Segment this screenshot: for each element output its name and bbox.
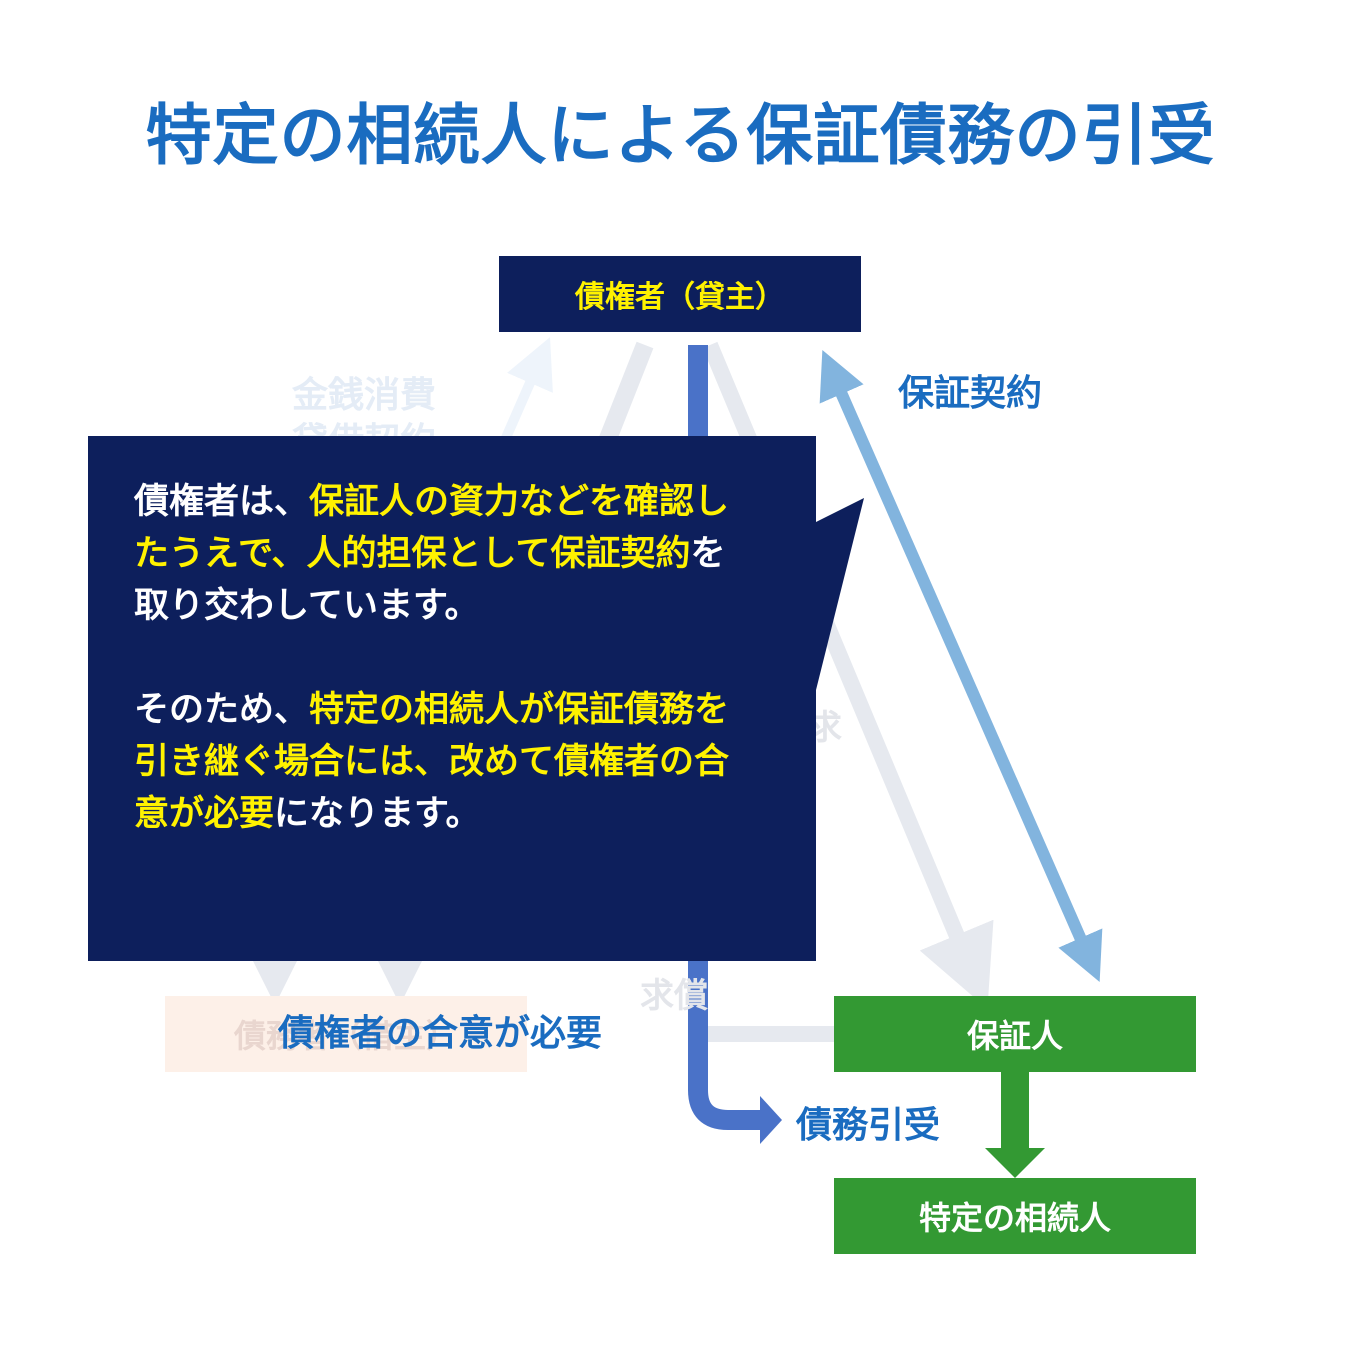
page-title: 特定の相続人による保証債務の引受 (145, 97, 1216, 174)
callout-p1-plain-2: を取り交わしています。 (134, 534, 726, 626)
loan-contract-label-line1: 金銭消費 (292, 375, 437, 416)
callout-p2-plain-1: そのため、 (134, 690, 310, 730)
heir-node: 特定の相続人 (834, 1178, 1196, 1254)
callout-paragraph-2: そのため、特定の相続人が保証債務を引き継ぐ場合には、改めて債権者の合意が必要にな… (134, 684, 744, 840)
debtor-node: 債務者（借主） (165, 996, 527, 1072)
callout-p1-highlight: 保証人の資力などを確認したうえで、人的担保として保証契約 (134, 482, 730, 574)
guarantee-contract-label: 保証契約 (898, 373, 1043, 414)
loan-contract-label-line2: 貸借契約 (292, 412, 436, 436)
debt-assumption-label: 債務引受 (796, 1105, 941, 1146)
callout-pointer (816, 498, 864, 690)
callout-paragraph-1: 債権者は、保証人の資力などを確認したうえで、人的担保として保証契約を取り交わして… (134, 476, 744, 632)
inherit-arrow-shaft (1001, 1072, 1029, 1150)
creditor-node: 債権者（貸主） (499, 256, 861, 332)
callout-p2-plain-2: になります。 (274, 794, 481, 834)
callout-p2-highlight: 特定の相続人が保証債務を引き継ぐ場合には、改めて債権者の合意が必要 (134, 690, 730, 834)
debt-assumption-arrowhead (760, 1096, 782, 1144)
guarantee-contract-arrow (819, 350, 1103, 982)
guarantor-node: 保証人 (834, 996, 1196, 1072)
debt-assumption-arrow (688, 345, 760, 1130)
callout-p1-plain-1: 債権者は、 (134, 482, 310, 522)
inherit-arrow-head (985, 1148, 1045, 1178)
consent-needed-label: 債権者の合意が必要 (278, 1013, 603, 1054)
reimbursement-label: 求償 (640, 976, 708, 1016)
callout-text: 債権者は、保証人の資力などを確認したうえで、人的担保として保証契約を取り交わして… (134, 476, 744, 840)
explanation-callout (88, 436, 816, 961)
